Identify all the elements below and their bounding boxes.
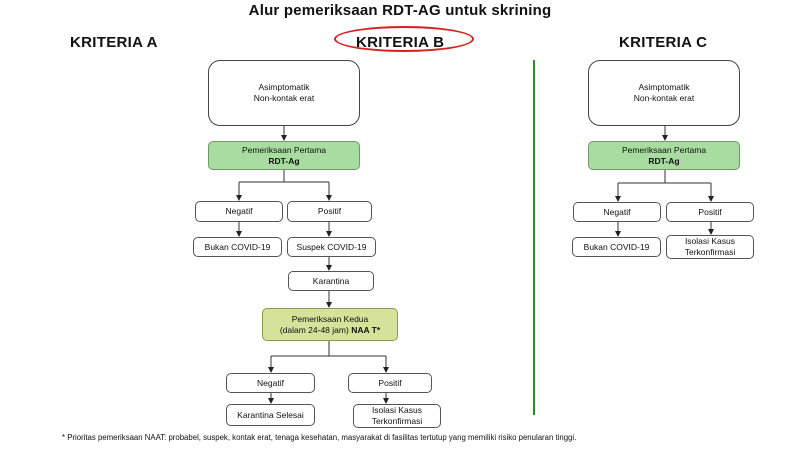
not-covid-box-b: Bukan COVID-19: [193, 237, 282, 257]
isolation-line2-c: Terkonfirmasi: [684, 247, 736, 257]
start-line1-c: Asimptomatik: [638, 82, 690, 93]
isolation-line2: Terkonfirmasi: [371, 416, 423, 426]
positive2-box-b: Positif: [348, 373, 432, 393]
first-test-line2: RDT-Ag: [268, 155, 300, 166]
first-test-box-c: Pemeriksaan Pertama RDT-Ag: [588, 141, 740, 170]
first-test-box-b: Pemeriksaan Pertama RDT-Ag: [208, 141, 360, 170]
first-test-line2-c: RDT-Ag: [648, 155, 680, 166]
second-test-method: NAA T*: [351, 324, 381, 335]
first-test-line1: Pemeriksaan Pertama: [241, 144, 327, 155]
quarantine-done-box-b: Karantina Selesai: [226, 404, 315, 426]
second-test-line2: (dalam 24-48 jam) NAA T*: [280, 325, 380, 336]
start-line1: Asimptomatik: [258, 82, 310, 93]
second-test-line1: Pemeriksaan Kedua: [291, 313, 369, 324]
start-line2: Non-kontak erat: [253, 93, 315, 103]
isolation-box-c: Isolasi Kasus Terkonfirmasi: [666, 235, 754, 259]
negative2-box-b: Negatif: [226, 373, 315, 393]
second-test-box-b: Pemeriksaan Kedua (dalam 24-48 jam) NAA …: [262, 308, 398, 341]
start-box-c: Asimptomatik Non-kontak erat: [588, 60, 740, 126]
start-line2-c: Non-kontak erat: [633, 93, 695, 103]
isolation-line1: Isolasi Kasus: [371, 405, 423, 416]
negative-box-c: Negatif: [573, 202, 661, 222]
criteria-a-heading: KRITERIA A: [70, 34, 158, 51]
first-test-line1-c: Pemeriksaan Pertama: [621, 144, 707, 155]
second-test-timing: (dalam 24-48 jam): [279, 324, 349, 335]
positive-box-b: Positif: [287, 201, 372, 222]
isolation-line1-c: Isolasi Kasus: [684, 236, 736, 247]
not-covid-box-c: Bukan COVID-19: [572, 237, 661, 257]
start-box-b: Asimptomatik Non-kontak erat: [208, 60, 360, 126]
positive-box-c: Positif: [666, 202, 754, 222]
footnote: * Prioritas pemeriksaan NAAT: probabel, …: [62, 433, 577, 442]
highlight-oval: [334, 26, 474, 52]
negative-box-b: Negatif: [195, 201, 283, 222]
quarantine-box-b: Karantina: [288, 271, 374, 291]
suspect-box-b: Suspek COVID-19: [287, 237, 376, 257]
column-divider: [533, 60, 535, 415]
criteria-c-heading: KRITERIA C: [619, 34, 708, 51]
isolation-box-b: Isolasi Kasus Terkonfirmasi: [353, 404, 441, 428]
page-title: Alur pemeriksaan RDT-AG untuk skrining: [248, 2, 552, 19]
